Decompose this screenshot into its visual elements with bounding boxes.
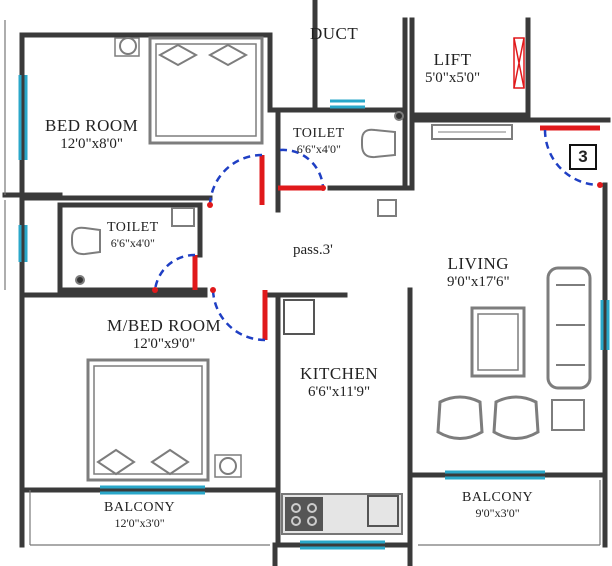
outer-thin-lines — [4, 20, 601, 546]
balcony1-label: BALCONY 12'0"x3'0" — [104, 500, 175, 531]
balcony1-name: BALCONY — [104, 500, 176, 515]
living-name: LIVING — [447, 254, 510, 273]
toilet1-fixtures — [361, 111, 404, 217]
living-furniture — [431, 124, 592, 440]
balcony1-dim: 12'0"x3'0" — [114, 516, 165, 530]
living-dim: 9'0"x17'6" — [447, 274, 510, 290]
lift-door-marker — [513, 37, 525, 89]
bedroom-bed — [114, 36, 264, 145]
balcony2-name: BALCONY — [462, 490, 534, 505]
bedroom-dim: 12'0"x8'0" — [60, 136, 123, 152]
unit-number-badge: 3 — [569, 144, 597, 170]
toilet1-dim: 6'6"x4'0" — [296, 142, 341, 156]
toilet2-label: TOILET 6'6"x4'0" — [107, 220, 159, 251]
toilet1-name: TOILET — [293, 126, 345, 141]
lift-name: LIFT — [433, 50, 472, 69]
kitchen-name: KITCHEN — [300, 364, 379, 383]
passage-label: pass.3' — [293, 242, 333, 259]
toilet2-dim: 6'6"x4'0" — [110, 236, 155, 250]
door-frames — [192, 125, 600, 340]
duct-label: DUCT — [310, 24, 358, 44]
master-bed — [86, 358, 242, 482]
toilet2-name: TOILET — [107, 220, 159, 235]
windows — [18, 75, 610, 550]
passage-name: pass.3' — [293, 242, 333, 258]
living-label: LIVING 9'0"x17'6" — [447, 254, 510, 291]
kitchen-fixtures — [281, 299, 403, 535]
kitchen-label: KITCHEN 6'6"x11'9" — [300, 364, 378, 401]
toilet1-label: TOILET 6'6"x4'0" — [293, 126, 345, 157]
lift-dim: 5'0"x5'0" — [425, 70, 481, 86]
toilet2-fixtures — [71, 207, 195, 285]
balcony2-label: BALCONY 9'0"x3'0" — [462, 490, 533, 521]
duct-name: DUCT — [310, 24, 359, 43]
lift-label: LIFT 5'0"x5'0" — [425, 50, 480, 87]
bedroom-name: BED ROOM — [45, 116, 139, 135]
kitchen-dim: 6'6"x11'9" — [308, 384, 371, 400]
master-bedroom-dim: 12'0"x9'0" — [132, 336, 196, 352]
master-bedroom-label: M/BED ROOM 12'0"x9'0" — [107, 316, 221, 353]
master-bedroom-name: M/BED ROOM — [107, 316, 222, 335]
balcony2-dim: 9'0"x3'0" — [475, 506, 520, 520]
door-hinges — [152, 182, 603, 293]
door-swings — [153, 129, 601, 342]
bedroom-label: BED ROOM 12'0"x8'0" — [45, 116, 138, 153]
